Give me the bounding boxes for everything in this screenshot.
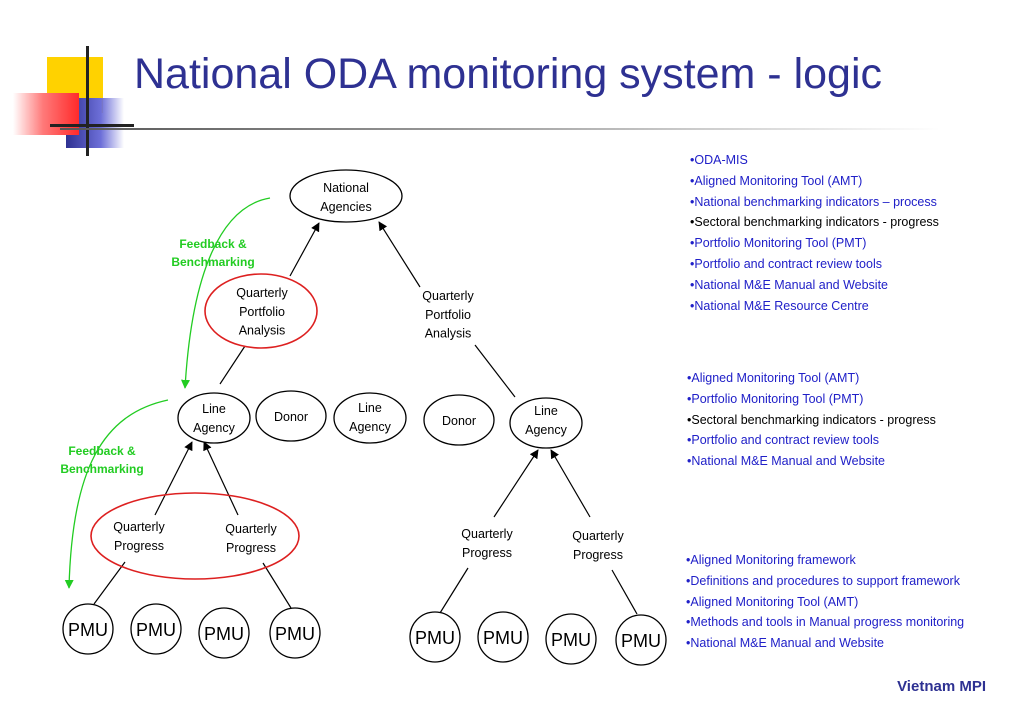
pmu-node [409, 611, 461, 663]
pmu-node [477, 611, 529, 663]
pmu-node [545, 613, 597, 665]
title-underline [60, 128, 940, 130]
pmu-label: PMU [483, 628, 523, 648]
bullet-item: •Aligned Monitoring Tool (AMT) [690, 173, 863, 188]
pmu-node [269, 607, 321, 659]
bullet-item: •Aligned Monitoring Tool (AMT) [687, 371, 860, 385]
bullet-item: •National M&E Manual and Website [686, 636, 884, 651]
bullet-list-pmu: •Aligned Monitoring framework •Definition… [686, 550, 964, 654]
pmu-node [615, 614, 667, 666]
pmu-label: PMU [621, 631, 661, 651]
donor-label-1: Donor [274, 410, 308, 424]
feedback-labels: Feedback &Benchmarking Feedback &Benchma… [60, 237, 254, 476]
bullet-item: •Sectoral benchmarking indicators - prog… [687, 412, 936, 427]
feedback-label-top: Feedback &Benchmarking [171, 237, 254, 269]
feedback-arrows [64, 197, 271, 589]
highlight-quarterly-progress [90, 492, 300, 580]
bullet-item: •Portfolio and contract review tools [687, 433, 879, 448]
bullet-item: •Portfolio Monitoring Tool (PMT) [690, 236, 867, 251]
line-pmu1-to-qp [93, 561, 126, 605]
bullet-item: •Aligned Monitoring framework [686, 553, 856, 567]
line-agency-node-3 [509, 397, 583, 449]
slide-title: National ODA monitoring system - logic [134, 50, 883, 98]
bullet-list-national: •ODA-MIS •Aligned Monitoring Tool (AMT) •N… [690, 150, 939, 316]
connectors [93, 221, 638, 615]
footer-brand: Vietnam MPI [897, 678, 986, 695]
line-agency-node-2 [333, 392, 407, 444]
donor-node-2 [423, 394, 495, 446]
pmu-label: PMU [136, 620, 176, 640]
feedback-label-bottom: Feedback &Benchmarking [60, 444, 143, 476]
arrow-qpa-right-to-national [378, 221, 421, 288]
feedback-arrow-top [180, 197, 271, 389]
pmu-label: PMU [68, 620, 108, 640]
arrow-qp2-to-agency1 [203, 441, 239, 516]
arrow-qp3-to-agency3 [493, 449, 539, 518]
line-pmu8-to-qp4 [611, 569, 638, 615]
pmu-node [130, 603, 182, 655]
bullet-item: •Aligned Monitoring Tool (AMT) [686, 594, 859, 609]
pmu-label: PMU [415, 628, 455, 648]
bullet-item: •Methods and tools in Manual progress mo… [686, 615, 965, 630]
donor-label-2: Donor [442, 414, 476, 428]
arrow-qpa-left-to-national [289, 222, 320, 277]
bullet-item: •Portfolio Monitoring Tool (PMT) [687, 391, 864, 406]
arrow-qp4-to-agency3 [550, 449, 591, 518]
bullet-item: •National M&E Manual and Website [687, 454, 885, 469]
pmu-node [62, 603, 114, 655]
national-agencies-node [289, 169, 403, 223]
donor-node-1 [255, 390, 327, 442]
logo-horizontal-line [50, 124, 134, 127]
line-pmu4-to-qp [262, 562, 292, 609]
highlight-qpa [204, 273, 318, 349]
pmu-label: PMU [275, 624, 315, 644]
pmu-node [198, 607, 250, 659]
pmu-label: PMU [204, 624, 244, 644]
feedback-arrow-bottom [64, 399, 169, 589]
arrow-qp1-to-agency1 [154, 441, 193, 516]
logo-vertical-line [86, 46, 89, 156]
bullet-item: •Definitions and procedures to support f… [686, 573, 960, 588]
line-pmu5-to-qp3 [439, 567, 469, 614]
pmu-label: PMU [551, 630, 591, 650]
line-agency-node-1 [177, 392, 251, 444]
line-agency3-to-qpa [474, 344, 516, 398]
bullet-item: •National benchmarking indicators – proc… [690, 194, 937, 209]
pmu-labels: PMU PMU PMU PMU PMU PMU PMU PMU [68, 620, 661, 651]
bullet-list-line-agency: •Aligned Monitoring Tool (AMT) •Portfolio… [687, 368, 936, 472]
line-agency1-to-qpa [219, 345, 246, 385]
bullet-item: •National M&E Manual and Website [690, 277, 888, 292]
bullet-item: •National M&E Resource Centre [690, 298, 869, 313]
bullet-item: •Portfolio and contract review tools [690, 256, 882, 271]
bullet-item: •Sectoral benchmarking indicators - prog… [690, 215, 939, 230]
bullet-item: •ODA-MIS [690, 153, 748, 167]
